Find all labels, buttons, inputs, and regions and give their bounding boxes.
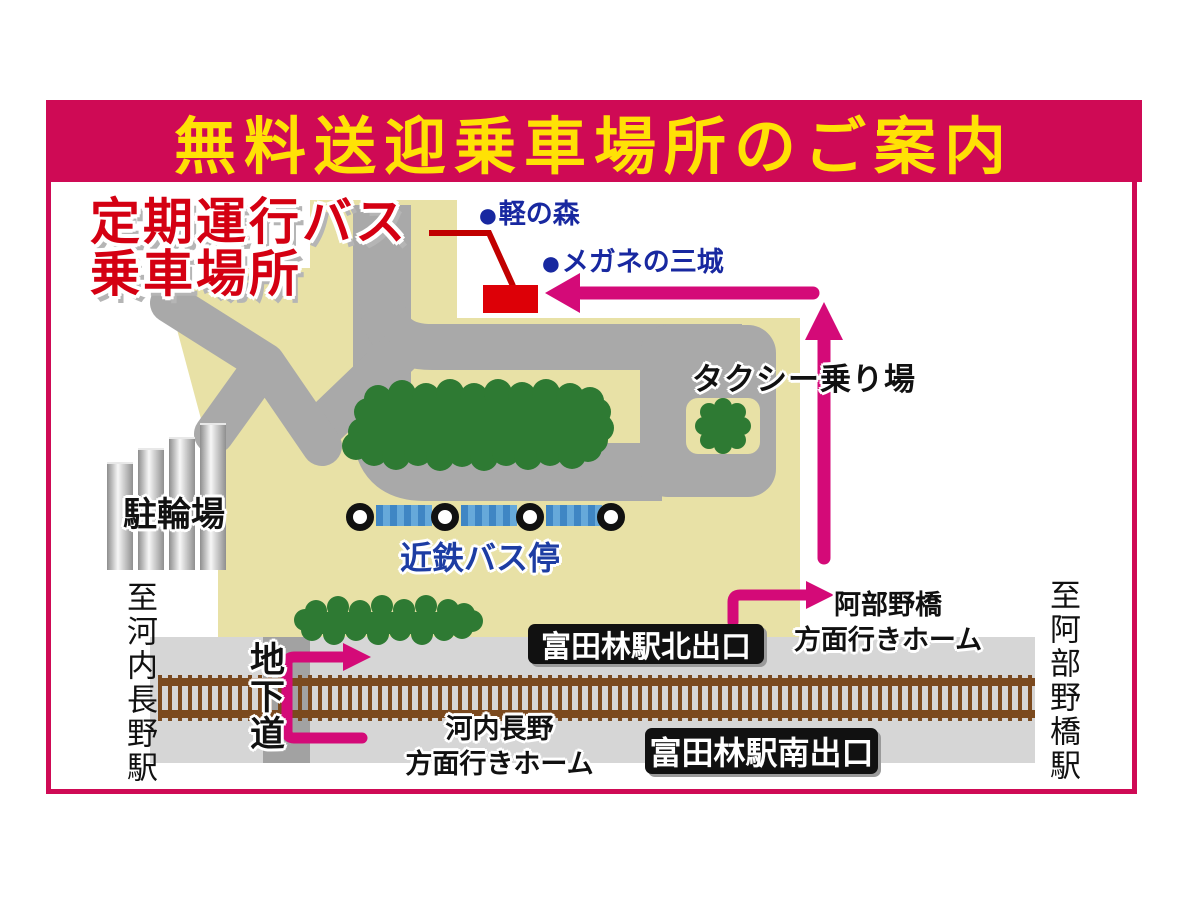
south-exit-label: 富田林駅南出口 (649, 735, 874, 771)
bus-stop-marker (597, 503, 625, 531)
kintetsu-bus-stop-label: 近鉄バス停 (400, 540, 561, 576)
kawachinagano-platform-label: 河内長野 方面行きホーム (392, 712, 607, 782)
shuttle-pickup-label: 定期運行バス 乗車場所 (90, 196, 408, 300)
bus-shelter-bar (546, 505, 602, 526)
bike-rack-pole (107, 462, 133, 570)
bus-shelter-bar (376, 505, 432, 526)
north-exit-label: 富田林駅北出口 (541, 631, 751, 664)
shuttle-pickup-label-line1: 定期運行バス (90, 194, 408, 250)
poi-karu-no-mori-label: 軽の森 (498, 199, 580, 229)
poi-bullet-icon: ● (540, 242, 562, 283)
poi-megane: ●メガネの三城 (540, 240, 724, 281)
to-abenobashi-label: 至阿部野橋駅 (1045, 579, 1080, 783)
poi-karu-no-mori: ●軽の森 (477, 192, 580, 233)
bicycle-parking-label: 駐輪場 (123, 496, 225, 534)
bus-shelter-bar (461, 505, 517, 526)
taxi-stand-label: タクシー乗り場 (692, 362, 916, 397)
bus-stop-marker (346, 503, 374, 531)
bus-stop-marker (431, 503, 459, 531)
title-banner: 無料送迎乗車場所のご案内 (46, 100, 1142, 182)
bike-rack-pole (200, 423, 226, 570)
abenobashi-platform-label: 阿部野橋 方面行きホーム (788, 588, 988, 658)
kawachinagano-platform-line2: 方面行きホーム (405, 749, 594, 779)
bike-rack-pole (138, 448, 164, 570)
abenobashi-platform-line2: 方面行きホーム (793, 625, 983, 655)
rail-top (158, 678, 1035, 686)
bus-stop-marker (516, 503, 544, 531)
page-title: 無料送迎乗車場所のご案内 (173, 113, 1014, 182)
bike-rack-pole (169, 437, 195, 570)
abenobashi-platform-line1: 阿部野橋 (834, 590, 942, 620)
underpass-label: 地下道 (245, 641, 284, 752)
shuttle-pickup-label-line2: 乗車場所 (90, 246, 302, 302)
plaza-area-left (218, 268, 457, 645)
to-kawachinagano-label: 至河内長野駅 (122, 581, 157, 785)
shuttle-pickup-marker (483, 285, 538, 313)
south-exit-sign: 富田林駅南出口 (645, 728, 878, 774)
rail-bottom (158, 710, 1035, 718)
north-exit-sign: 富田林駅北出口 (528, 624, 764, 664)
poi-megane-label: メガネの三城 (561, 247, 724, 277)
poi-bullet-icon: ● (477, 194, 499, 235)
kawachinagano-platform-line1: 河内長野 (445, 714, 554, 744)
